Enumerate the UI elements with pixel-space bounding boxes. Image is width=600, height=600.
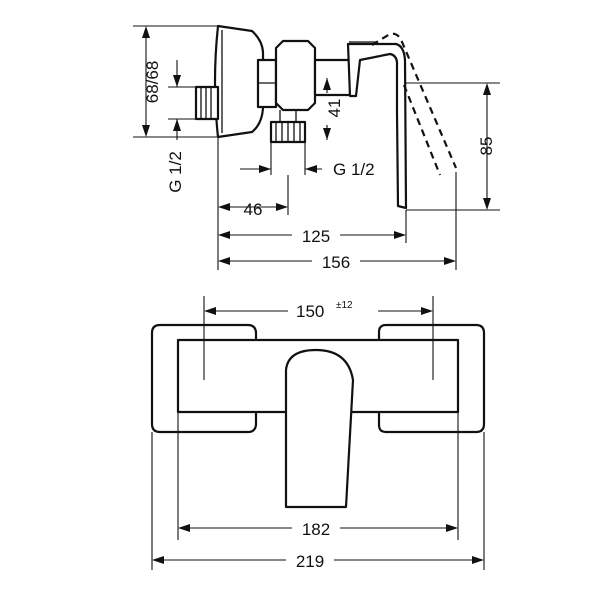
dim-depth-total: 156 [322, 253, 350, 272]
front-view [150, 323, 486, 509]
dim-thread-left: G 1/2 [166, 151, 185, 193]
dim-overall-width: 219 [296, 552, 324, 571]
dim-inner-width: 182 [302, 520, 330, 539]
dim-offset: 46 [244, 200, 263, 219]
dim-thread-right: G 1/2 [333, 160, 375, 179]
mixer-body [274, 39, 317, 112]
dim-centers: 150 [296, 302, 324, 321]
side-dimensions: 68/68 G 1/2 41 85 G 1/2 [133, 25, 500, 272]
side-view [194, 24, 458, 210]
lever-handle [346, 42, 408, 210]
wall-flange [213, 24, 265, 139]
dim-height: 41 [325, 99, 344, 118]
lever-front [284, 348, 355, 509]
dim-overall-height: 85 [477, 137, 496, 156]
front-dimensions: 150 ±12 182 219 [151, 296, 485, 571]
lever-open-position [371, 32, 458, 169]
dim-flange: 68/68 [143, 61, 162, 104]
left-thread-inlet [194, 85, 220, 121]
dim-centers-tolerance: ±12 [336, 300, 353, 311]
dim-depth: 125 [302, 227, 330, 246]
